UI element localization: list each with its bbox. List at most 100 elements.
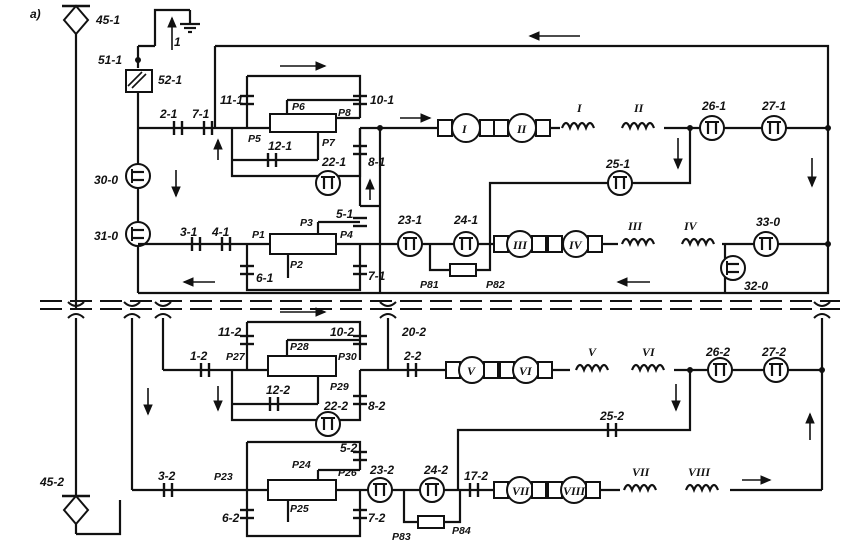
label-25-1: 25-1 [605, 157, 630, 171]
label-26-1: 26-1 [701, 99, 726, 113]
label-22-1: 22-1 [321, 155, 346, 169]
label-p1: P1 [252, 229, 265, 241]
label-24-2: 24-2 [423, 463, 448, 477]
label-p25: P25 [290, 503, 309, 515]
label-2-2: 2-2 [403, 349, 422, 363]
label-26-2: 26-2 [705, 345, 730, 359]
label-5-1: 5-1 [336, 207, 354, 221]
label-1-2: 1-2 [190, 349, 208, 363]
label-p81: P81 [420, 279, 439, 291]
label-p6: P6 [292, 101, 305, 113]
motor-label-II: II [516, 122, 528, 136]
label-5-2: 5-2 [340, 441, 358, 455]
flow-arrows-lower [143, 307, 815, 485]
motor-line-lower-2 [366, 476, 822, 529]
rheostat-lower-2 [132, 440, 380, 538]
motor-line-upper-2 [380, 230, 831, 293]
label-7-2: 7-2 [368, 511, 386, 525]
ground-lead [153, 8, 200, 50]
label-p27: P27 [226, 351, 246, 363]
label-27-1: 27-1 [761, 99, 786, 113]
label-p26: P26 [338, 467, 357, 479]
label-6-1: 6-1 [256, 271, 274, 285]
label-p3: P3 [300, 217, 313, 229]
upper-main-frame [74, 14, 830, 310]
label-25-2: 25-2 [599, 409, 624, 423]
label-p30: P30 [338, 351, 357, 363]
field-label-I: I [576, 101, 583, 115]
label-24-1: 24-1 [453, 213, 478, 227]
motor-label-VI: VI [519, 364, 533, 378]
label-22-2: 22-2 [323, 399, 348, 413]
label-10-2: 10-2 [330, 325, 354, 339]
field-label-II: II [633, 101, 645, 115]
label-3-1: 3-1 [180, 225, 198, 239]
ammeter-31-0 [124, 220, 152, 248]
label-p83: P83 [392, 531, 411, 543]
label-2-1: 2-1 [159, 107, 178, 121]
label-10-1: 10-1 [370, 93, 394, 107]
label-51-1: 51-1 [98, 53, 122, 67]
label-8-1: 8-1 [368, 155, 386, 169]
motor-line-upper-1 [377, 113, 831, 143]
label-23-1: 23-1 [397, 213, 422, 227]
label-p28: P28 [290, 341, 309, 353]
label-11-1: 11-1 [220, 93, 243, 107]
field-label-VII: VII [632, 465, 651, 479]
label-p24: P24 [292, 459, 311, 471]
field-label-VI: VI [642, 345, 656, 359]
label-20-2: 20-2 [401, 325, 426, 339]
label-33-0: 33-0 [756, 215, 780, 229]
label-ground: 1 [174, 35, 181, 49]
motor-label-IV: IV [568, 238, 583, 252]
relay-52-1 [125, 44, 155, 93]
label-p4: P4 [340, 229, 353, 241]
motor-label-I: I [461, 122, 468, 136]
label-p2: P2 [290, 259, 303, 271]
label-45-1: 45-1 [95, 13, 120, 27]
label-p84: P84 [452, 525, 471, 537]
label-12-2: 12-2 [266, 383, 290, 397]
field-label-VIII: VIII [688, 465, 711, 479]
figure-letter: a) [30, 7, 41, 21]
motor-label-III: III [512, 238, 528, 252]
bridge-25-2 [456, 370, 692, 490]
section-separator [40, 300, 840, 319]
label-3-2: 3-2 [158, 469, 176, 483]
label-7-1: 7-1 [192, 107, 210, 121]
label-p29: P29 [330, 381, 349, 393]
label-17-2: 17-2 [464, 469, 488, 483]
rheostat-lower-1 [163, 320, 388, 438]
label-p82: P82 [486, 279, 505, 291]
label-p8: P8 [338, 107, 351, 119]
label-12-1: 12-1 [268, 139, 292, 153]
field-label-III: III [627, 219, 643, 233]
pantograph-upper [60, 4, 92, 36]
shunt-22-1 [314, 169, 342, 197]
label-31-0: 31-0 [94, 229, 118, 243]
ammeter-30-0 [124, 162, 152, 190]
label-52-1: 52-1 [158, 73, 182, 87]
motor-label-VII: VII [512, 484, 531, 498]
label-p7: P7 [322, 137, 336, 149]
label-32-0: 32-0 [744, 279, 768, 293]
label-45-2: 45-2 [39, 475, 64, 489]
motor-label-VIII: VIII [563, 484, 586, 498]
label-4-1: 4-1 [211, 225, 230, 239]
label-6-2: 6-2 [222, 511, 240, 525]
motor-label-V: V [467, 364, 476, 378]
pantograph-lower [60, 494, 92, 526]
field-label-IV: IV [683, 219, 698, 233]
bridge-25-1 [488, 128, 692, 244]
flow-arrows-upper [171, 31, 817, 287]
label-30-0: 30-0 [94, 173, 118, 187]
labels: a) 45-1 1 51-1 52-1 30-0 31-0 2-1 7-1 11… [30, 7, 786, 543]
label-p23: P23 [214, 471, 233, 483]
label-11-2: 11-2 [218, 325, 241, 339]
label-7-1b: 7-1 [368, 269, 386, 283]
rheostat-upper-2 [138, 216, 380, 292]
label-23-2: 23-2 [369, 463, 394, 477]
label-p5: P5 [248, 133, 261, 145]
